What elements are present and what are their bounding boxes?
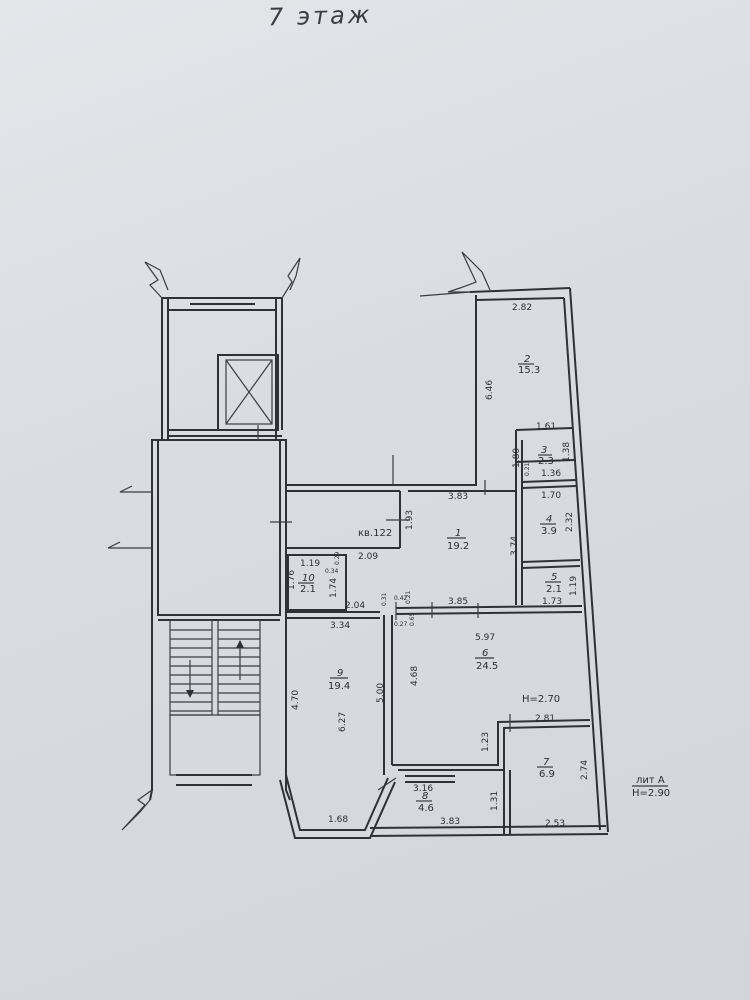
dim-label: 2.09 (358, 552, 378, 562)
room-3-number: 3 (541, 445, 547, 456)
dim-label: 1.23 (481, 732, 491, 752)
room-6-area: 24.5 (476, 661, 498, 672)
room-4-area: 3.9 (541, 526, 557, 537)
dim-label: 2.74 (580, 760, 590, 780)
dim-label: 1.36 (541, 469, 561, 479)
dim-label: 1.19 (300, 559, 320, 569)
dim-label: 1.73 (542, 597, 562, 607)
dim-label: 5.00 (376, 683, 386, 703)
dim-label: 1.38 (562, 442, 572, 462)
dimension-labels: 2.82 6.46 1.61 1.38 1.80 0.21 1.36 3.83 … (287, 303, 590, 829)
dim-label: 0.34 (325, 568, 339, 575)
dim-label: 0.31 (381, 592, 388, 606)
dim-label: 2.32 (565, 512, 575, 532)
dim-label: 6.27 (338, 712, 348, 732)
room-labels: 2 15.3 3 2.3 4 3.9 5 2.1 1 19.2 6 24.5 7… (298, 354, 670, 814)
dim-label: 2.04 (345, 601, 365, 611)
dim-label: 3.83 (440, 817, 460, 827)
room-6-number: 6 (482, 648, 488, 659)
dim-label: 1.76 (287, 570, 297, 590)
dim-label: 2.81 (535, 714, 555, 724)
dim-label: 1.68 (328, 815, 348, 825)
room-10-area: 2.1 (300, 584, 316, 595)
dim-label: 4.68 (410, 666, 420, 686)
dim-label: 4.70 (291, 690, 301, 710)
room-9-area: 19.4 (328, 681, 350, 692)
apartment-label: кв.122 (358, 528, 392, 539)
room-7-number: 7 (543, 757, 550, 768)
dim-label: 0.65 (409, 612, 416, 626)
dim-label: 3.74 (510, 536, 520, 556)
dim-label: 3.34 (330, 621, 350, 631)
dim-label: 1.19 (569, 576, 579, 596)
dim-label: 0.42 (394, 595, 408, 602)
room-8-area: 4.6 (418, 803, 434, 814)
room-7-area: 6.9 (539, 769, 555, 780)
liter-label: лит А (636, 775, 665, 786)
room-2-number: 2 (524, 354, 530, 365)
dim-label: 6.46 (485, 380, 495, 400)
dim-label: 3.85 (448, 597, 468, 607)
apartment-walls (270, 251, 609, 839)
dim-label: 3.83 (448, 492, 468, 502)
dim-label: 0.21 (405, 590, 412, 604)
dim-label: 2.82 (512, 303, 532, 313)
stairwell-block (107, 257, 301, 831)
room-2-area: 15.3 (518, 365, 540, 376)
room-8-number: 8 (422, 791, 428, 802)
room-5-area: 2.1 (546, 584, 562, 595)
dim-label: 2.53 (545, 819, 565, 829)
dim-label: 0.29 (334, 551, 341, 565)
dim-label: 1.93 (405, 510, 415, 530)
dim-label: 1.31 (490, 791, 500, 811)
room-1-area: 19.2 (447, 541, 469, 552)
dim-label: 1.80 (512, 448, 522, 468)
room-9-number: 9 (337, 668, 343, 679)
room-3-area: 2.3 (538, 456, 554, 467)
room-4-number: 4 (546, 514, 552, 525)
dim-label: 1.74 (329, 578, 339, 598)
dim-label: 0.27 (394, 621, 408, 628)
liter-height-label: H=2.90 (632, 788, 670, 799)
room-5-number: 5 (551, 572, 557, 583)
dim-label: 1.61 (536, 422, 556, 432)
room-1-number: 1 (455, 528, 461, 539)
room-10-number: 10 (302, 573, 315, 584)
dim-label: 3.16 (413, 784, 433, 794)
ceiling-height-label: H=2.70 (522, 694, 560, 705)
dim-label: 1.70 (541, 491, 561, 501)
dim-label: 0.21 (524, 462, 531, 476)
dim-label: 5.97 (475, 633, 495, 643)
